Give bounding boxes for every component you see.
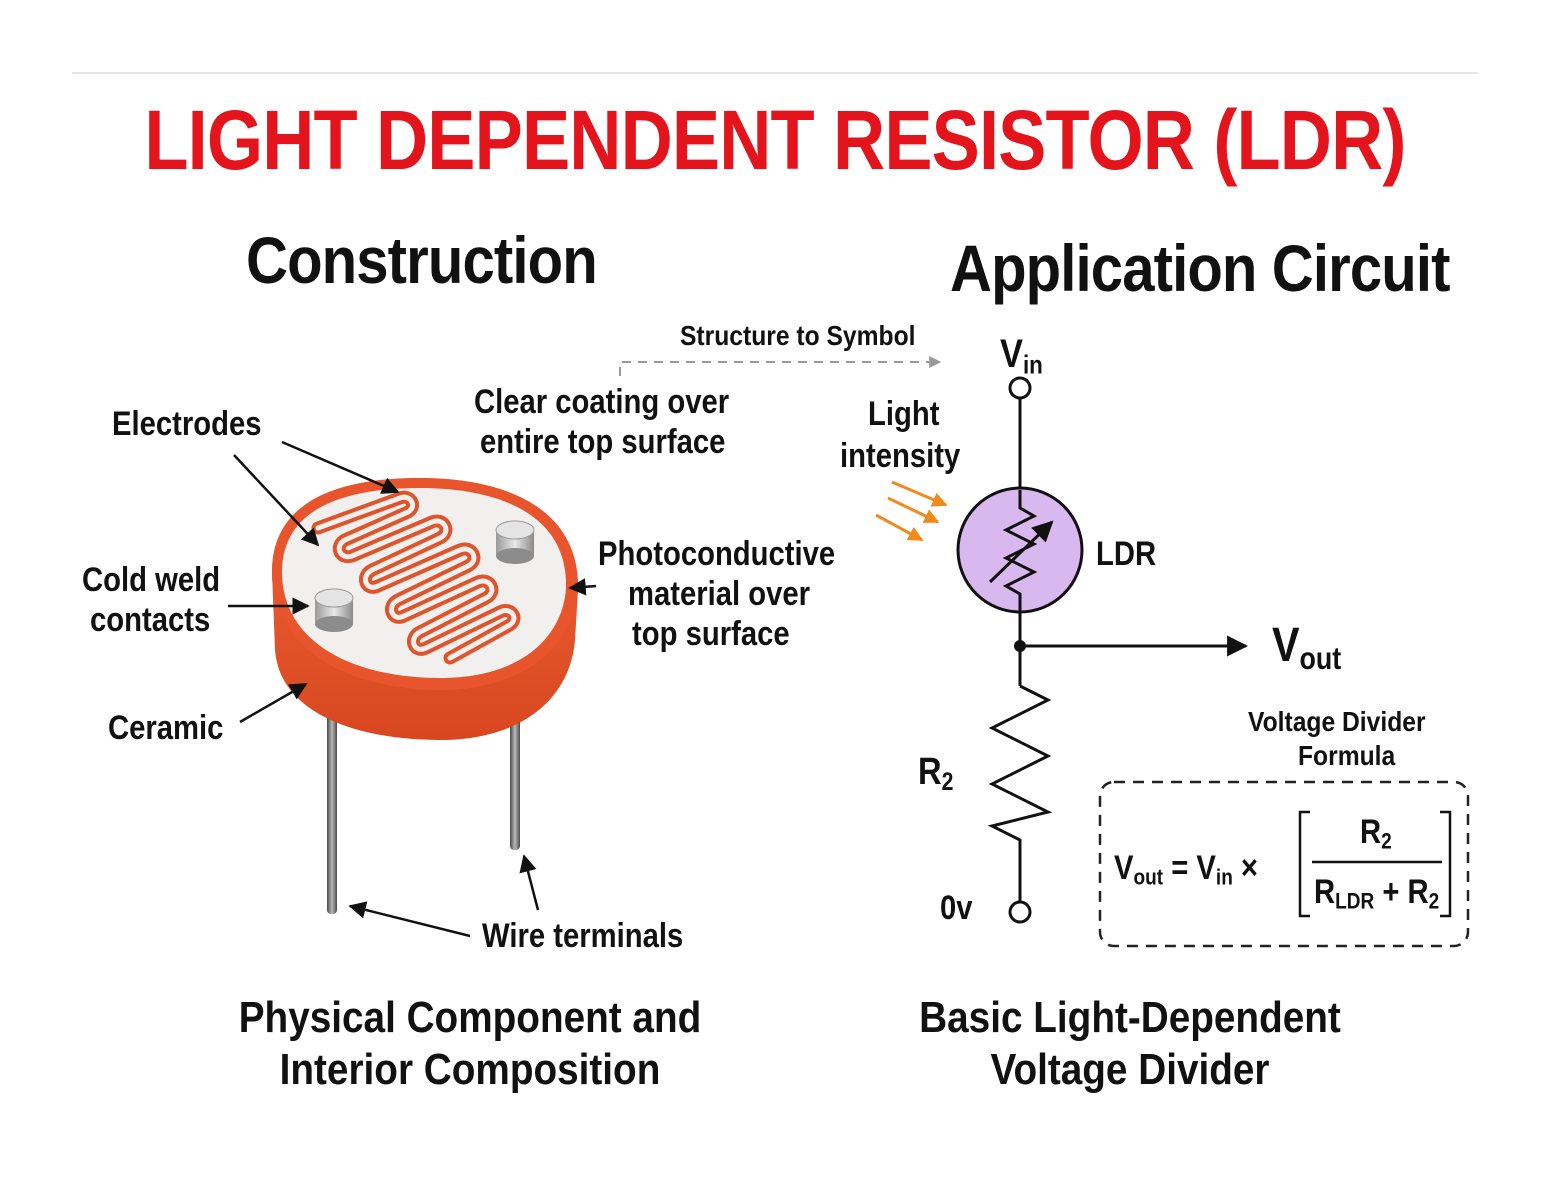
formula-numerator: R2 (1360, 813, 1392, 854)
page-title: LIGHT DEPENDENT RESISTOR (LDR) (144, 93, 1406, 187)
construction-heading: Construction (246, 223, 598, 297)
formula-denominator: RLDR + R2 (1314, 873, 1440, 914)
structure-to-symbol-label: Structure to Symbol (680, 320, 916, 351)
label-wire-terminals: Wire terminals (482, 917, 684, 955)
voltage-divider-circuit (956, 376, 1249, 924)
formula-box (1098, 780, 1470, 948)
circuit-caption-1: Basic Light-Dependent (919, 993, 1341, 1042)
formula-title-1: Voltage Divider (1248, 706, 1426, 737)
label-photoconductive-3: top surface (632, 615, 790, 653)
wire-terminals (327, 690, 520, 914)
cold-weld-contact-right (495, 520, 535, 564)
label-ceramic: Ceramic (108, 709, 224, 747)
vout-label: Vout (1272, 619, 1342, 676)
label-clear-coating-1: Clear coating over (474, 383, 730, 421)
wire-terminal-arrow-left (348, 901, 471, 938)
left-wire-terminal (327, 700, 337, 914)
application-circuit-heading: Application Circuit (950, 231, 1450, 305)
photoconductive-arrow (568, 578, 597, 596)
label-cold-weld-2: contacts (90, 601, 211, 639)
ceramic-arrow (239, 682, 308, 724)
construction-caption-1: Physical Component and (238, 993, 702, 1042)
cold-weld-contact-left (314, 588, 354, 632)
right-wire-terminal (510, 690, 520, 850)
light-label-2: intensity (840, 437, 961, 475)
ground-terminal (1008, 900, 1032, 924)
ldr-variable-arrow (988, 520, 1054, 584)
label-cold-weld-1: Cold weld (82, 561, 221, 599)
electrodes-arrow-1 (281, 440, 400, 494)
formula-title-2: Formula (1298, 740, 1396, 771)
label-clear-coating-2: entire top surface (480, 423, 726, 461)
r2-resistor-zigzag (987, 684, 1053, 902)
structure-to-symbol-arrow (619, 356, 942, 376)
formula-brackets (1298, 810, 1452, 918)
ldr-label: LDR (1096, 535, 1157, 573)
ground-label: 0v (940, 889, 973, 927)
label-electrodes: Electrodes (112, 405, 262, 443)
light-rays (875, 480, 948, 542)
electrodes-arrow-2 (233, 454, 320, 547)
wire-terminal-arrow-right (519, 854, 540, 911)
formula-lhs: Vout = Vin × (1114, 849, 1259, 890)
label-photoconductive-2: material over (628, 575, 811, 613)
vin-label: Vin (1000, 332, 1043, 380)
ldr-component (272, 478, 579, 740)
label-photoconductive-1: Photoconductive (598, 535, 836, 573)
circuit-caption-2: Voltage Divider (990, 1045, 1270, 1094)
construction-leader-arrows (228, 440, 597, 938)
r2-label: R2 (918, 751, 954, 797)
top-divider (72, 72, 1478, 74)
construction-caption-2: Interior Composition (279, 1045, 661, 1094)
light-label-1: Light (868, 395, 940, 433)
